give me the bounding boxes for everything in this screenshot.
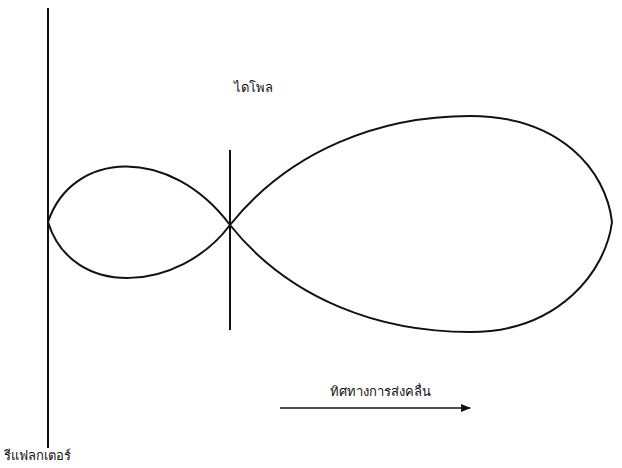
direction-arrow	[280, 407, 470, 409]
label-text: ไดโพล	[234, 80, 273, 96]
dipole-element	[229, 150, 231, 330]
label-text: ทิศทางการส่งคลื่น	[330, 384, 431, 400]
label-text: รีแฟลกเตอร์	[4, 448, 71, 464]
reflector-element	[47, 8, 49, 448]
pattern-lobes	[48, 116, 612, 332]
